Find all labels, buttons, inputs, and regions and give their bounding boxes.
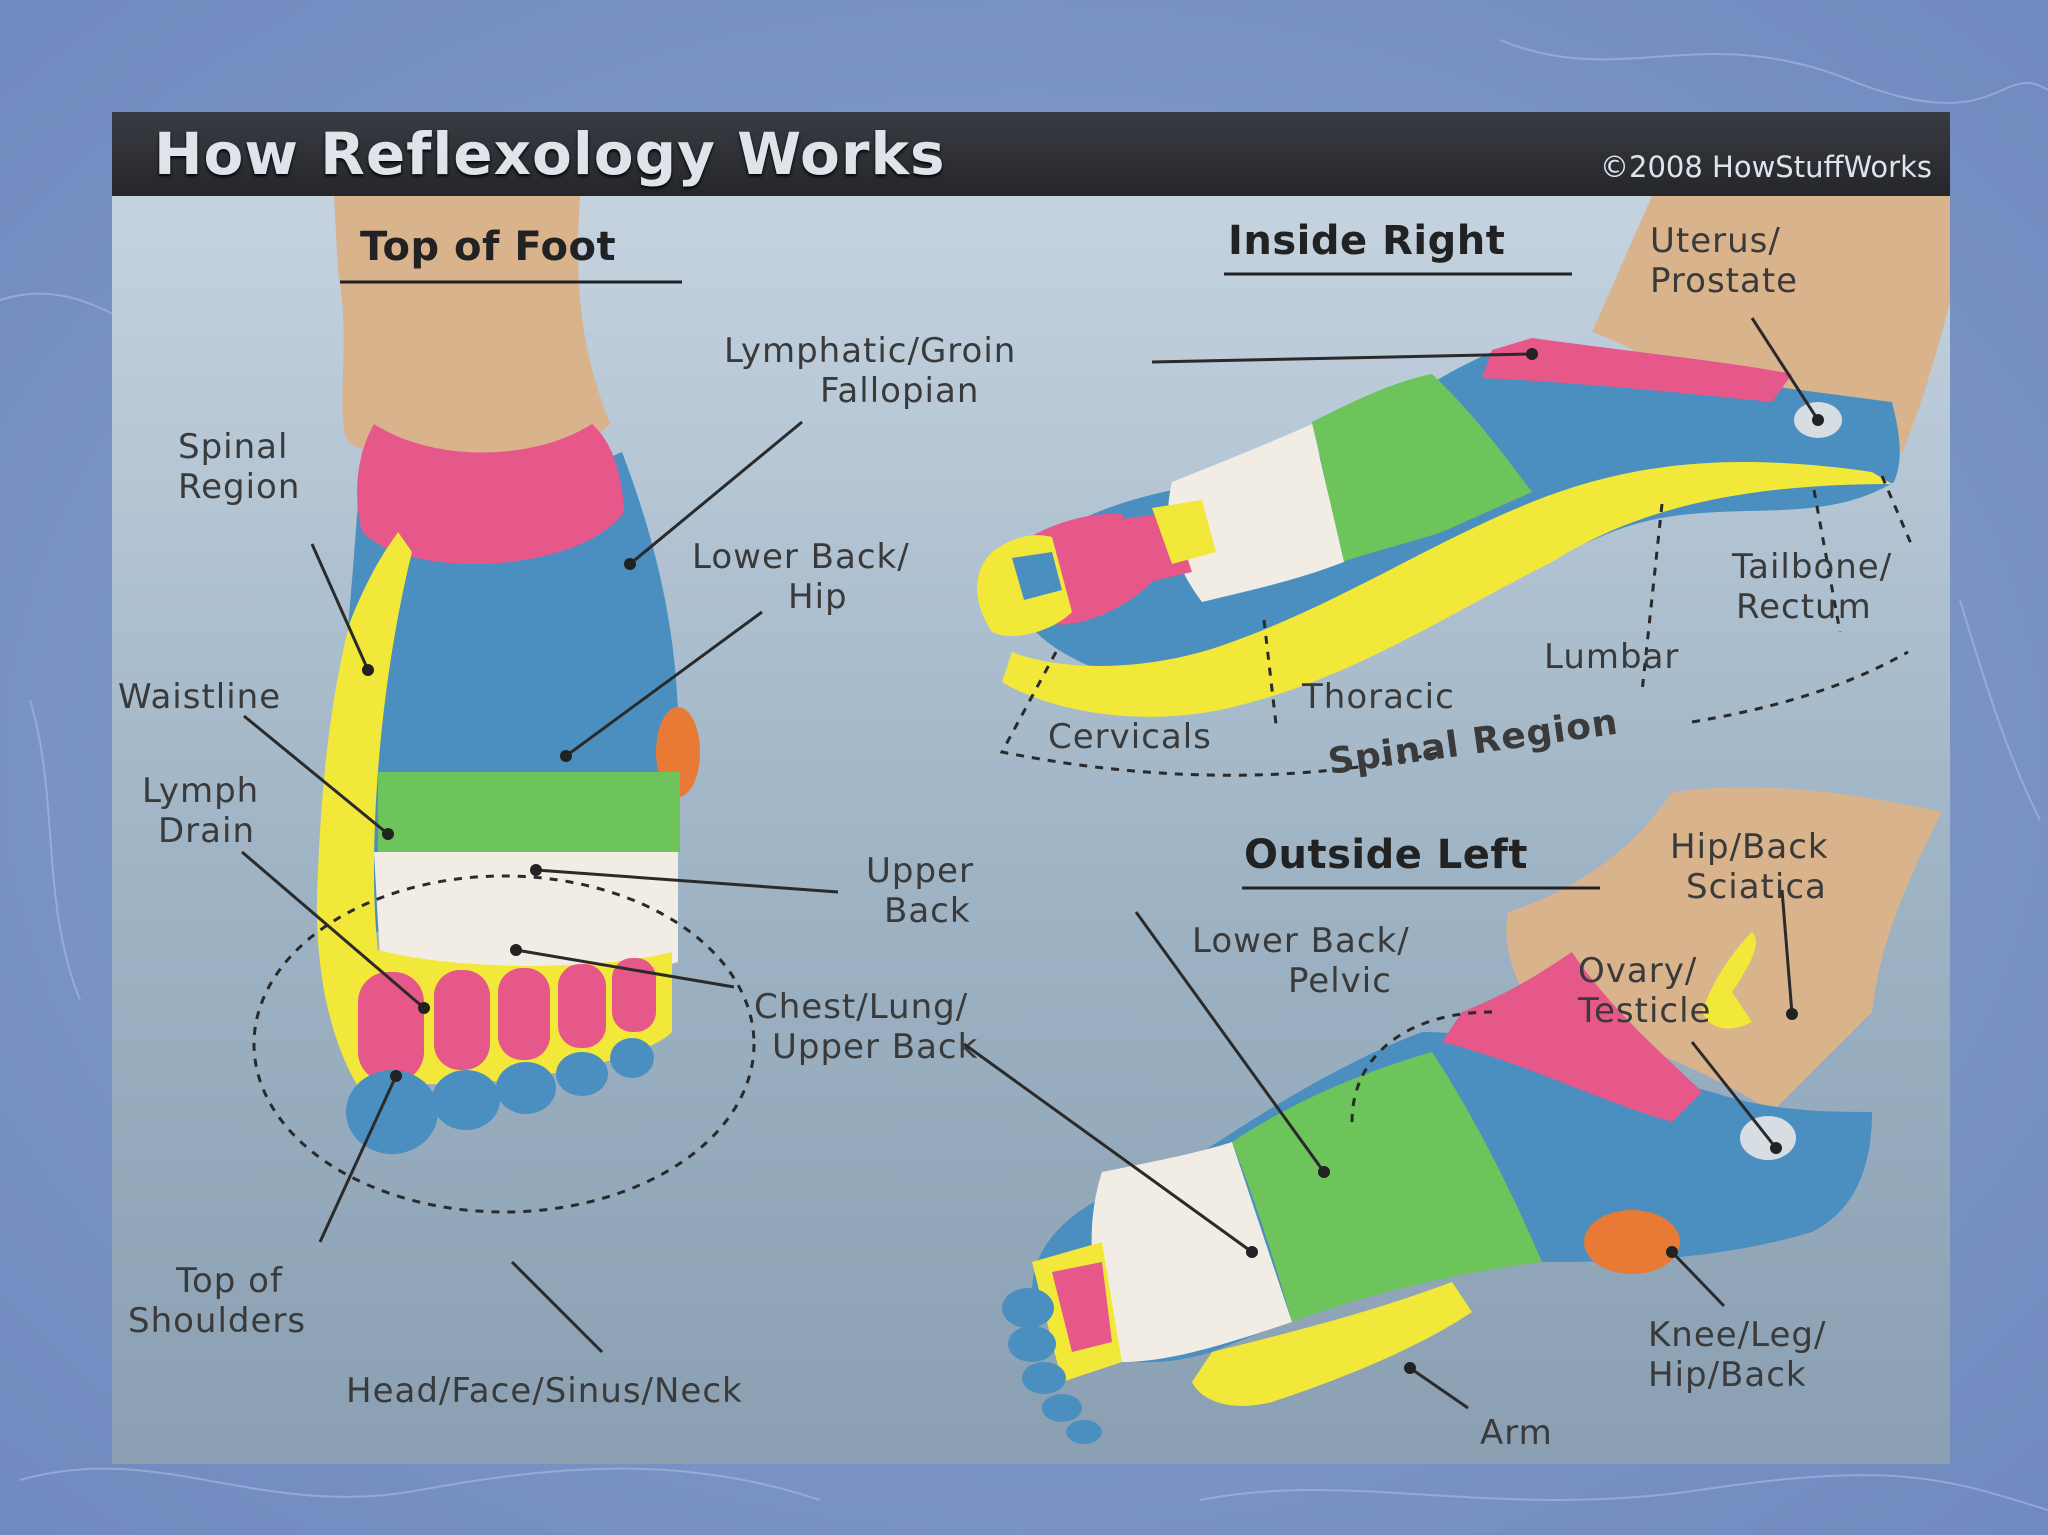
label-cervicals: Cervicals [1048, 717, 1212, 757]
top-foot-leader-lines [241, 420, 839, 1354]
label-ovary-testicle-1: Ovary/ [1578, 951, 1697, 991]
inside-green-zone [1312, 374, 1532, 562]
label-chest-lung-1: Chest/Lung/ [754, 987, 968, 1027]
outside-leader-dots [1246, 1008, 1798, 1374]
label-lymph-drain-1: Lymph [142, 771, 259, 811]
label-top-of-shoulders-2: Shoulders [128, 1301, 306, 1341]
section-heading-inside-right: Inside Right [1228, 218, 1505, 264]
label-lower-back-pelvic-1: Lower Back/ [1192, 921, 1410, 961]
label-lumbar: Lumbar [1544, 637, 1679, 677]
label-upper-back-2: Back [884, 891, 971, 931]
outside-green-zone [1232, 1052, 1542, 1322]
inside-pink-band [1482, 338, 1792, 402]
label-lower-back-pelvic-2: Pelvic [1288, 961, 1392, 1001]
foot-green-band [378, 772, 680, 852]
label-spinal-region-1: Spinal [178, 427, 288, 467]
outside-yellow-arm [1192, 1282, 1472, 1406]
label-lymphatic-2: Fallopian [820, 371, 979, 411]
label-hip-back-sciatica-2: Sciatica [1686, 867, 1827, 907]
top-of-foot-illustration: Top of Foot [118, 196, 1016, 1411]
section-heading-top-of-foot: Top of Foot [360, 224, 616, 270]
label-lymph-drain-2: Drain [158, 811, 255, 851]
outside-left-illustration: Outside Left Hip/Back Sciatic [963, 787, 1942, 1453]
outside-white-zone [1091, 1142, 1292, 1362]
label-lower-back-hip-1: Lower Back/ [692, 537, 910, 577]
inside-leader-lines [999, 317, 1914, 777]
label-lymphatic-1: Lymphatic/Groin [724, 331, 1016, 371]
foot-yellow-strip [316, 532, 412, 1102]
label-spinal-region-2: Region [178, 467, 300, 507]
label-uterus-prostate-1: Uterus/ [1650, 221, 1781, 261]
inside-leader-dots [1526, 348, 1824, 426]
infographic-card: How Reflexology Works ©2008 HowStuffWork… [112, 112, 1950, 1464]
inside-right-illustration: Inside Right Uterus/ Prostate Tailbone/ [977, 196, 1950, 783]
label-thoracic: Thoracic [1301, 677, 1455, 717]
label-tailbone-rectum-1: Tailbone/ [1731, 547, 1892, 587]
label-ovary-testicle-2: Testicle [1577, 991, 1711, 1031]
page-title: How Reflexology Works [154, 120, 946, 188]
outside-sciatica-yellow [1702, 932, 1756, 1029]
label-top-of-shoulders-1: Top of [175, 1261, 283, 1301]
label-hip-back-sciatica-1: Hip/Back [1670, 827, 1829, 867]
inside-toes [977, 500, 1216, 636]
inside-leg-skin [1592, 196, 1950, 452]
outside-pink-band [1442, 952, 1702, 1122]
label-chest-lung-2: Upper Back [772, 1027, 978, 1067]
leg-skin [334, 196, 610, 465]
outside-toes [1002, 1242, 1122, 1444]
label-upper-back-1: Upper [866, 851, 974, 891]
copyright-notice: ©2008 HowStuffWorks [1600, 150, 1932, 184]
label-arm: Arm [1480, 1413, 1553, 1453]
label-knee-leg-hip-back-1: Knee/Leg/ [1648, 1315, 1826, 1355]
outside-knee-spot [1584, 1210, 1680, 1274]
inside-white-zone [1168, 424, 1344, 602]
top-foot-toes [346, 958, 656, 1154]
reflexology-diagram: Top of Foot [118, 196, 1950, 1453]
section-heading-outside-left: Outside Left [1244, 832, 1528, 878]
label-head-face-sinus-neck: Head/Face/Sinus/Neck [346, 1371, 743, 1411]
label-lower-back-hip-2: Hip [788, 577, 848, 617]
top-foot-leader-dots [362, 558, 636, 1082]
foot-white-band [374, 852, 678, 977]
label-uterus-prostate-2: Prostate [1650, 261, 1798, 301]
outside-leader-lines [963, 889, 1794, 1410]
toes-dashed-region [252, 874, 756, 1214]
label-tailbone-rectum-2: Rectum [1736, 587, 1872, 627]
label-knee-leg-hip-back-2: Hip/Back [1648, 1355, 1807, 1395]
foot-pink-band [357, 424, 624, 565]
label-waistline: Waistline [118, 677, 281, 717]
title-bar: How Reflexology Works ©2008 HowStuffWork… [112, 112, 1950, 196]
inside-yellow-spine [1002, 462, 1892, 717]
